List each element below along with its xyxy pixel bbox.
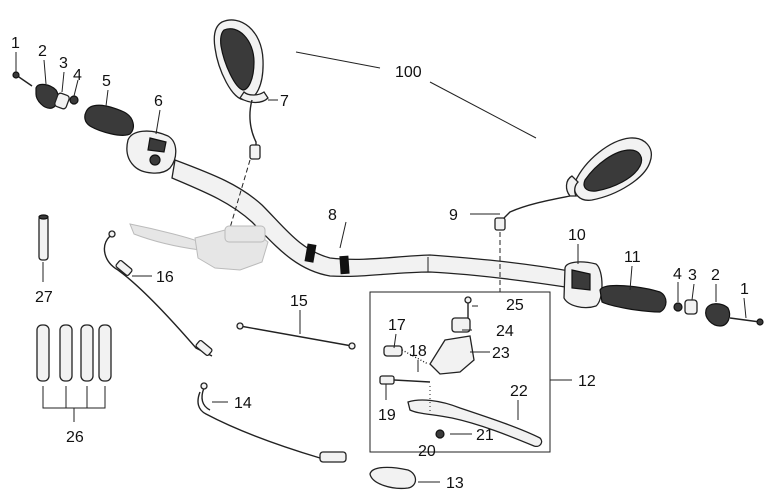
label-3-right: 3 — [688, 267, 697, 284]
cable-16 — [103, 230, 213, 357]
label-100: 100 — [395, 64, 422, 81]
label-21: 21 — [476, 427, 494, 444]
label-3-left: 3 — [59, 55, 68, 72]
label-24: 24 — [496, 323, 514, 340]
right-grip-assembly — [563, 261, 764, 327]
label-4-left: 4 — [73, 67, 82, 84]
left-mirror — [213, 19, 269, 256]
part-labels: 1 2 3 4 5 6 7 100 8 9 10 11 4 3 2 1 12 1… — [11, 35, 749, 492]
label-1-right: 1 — [740, 281, 749, 298]
label-4-right: 4 — [673, 266, 682, 283]
rods-26 — [36, 324, 112, 422]
handlebar-grip-band — [304, 243, 317, 263]
handlebar-grip-band — [339, 255, 350, 275]
leader-lines — [15, 51, 747, 483]
left-master-cylinder-ghost — [129, 223, 269, 271]
label-22: 22 — [510, 383, 528, 400]
label-8: 8 — [328, 207, 337, 224]
label-16: 16 — [156, 269, 174, 286]
label-6: 6 — [154, 93, 163, 110]
label-9: 9 — [449, 207, 458, 224]
clutch-lever-assembly — [379, 296, 543, 448]
label-17: 17 — [388, 317, 406, 334]
right-mirror — [494, 137, 652, 292]
label-7: 7 — [280, 93, 289, 110]
label-26: 26 — [66, 429, 84, 446]
label-2-left: 2 — [38, 43, 47, 60]
label-2-right: 2 — [711, 267, 720, 284]
label-12: 12 — [578, 373, 596, 390]
label-25: 25 — [506, 297, 524, 314]
label-20: 20 — [418, 443, 436, 460]
detail-box-12 — [369, 291, 551, 453]
label-13: 13 — [446, 475, 464, 492]
label-27: 27 — [35, 289, 53, 306]
grip-cover-13 — [369, 466, 417, 490]
label-1-left: 1 — [11, 35, 20, 52]
label-23: 23 — [492, 345, 510, 362]
label-19: 19 — [378, 407, 396, 424]
label-11: 11 — [624, 249, 641, 266]
label-5: 5 — [102, 73, 111, 90]
rod-27 — [38, 215, 49, 261]
label-15: 15 — [290, 293, 308, 310]
cable-14 — [197, 382, 347, 463]
label-10: 10 — [568, 227, 586, 244]
cable-15 — [236, 322, 356, 350]
left-grip-assembly — [12, 71, 177, 174]
label-18: 18 — [409, 343, 427, 360]
label-14: 14 — [234, 395, 252, 412]
